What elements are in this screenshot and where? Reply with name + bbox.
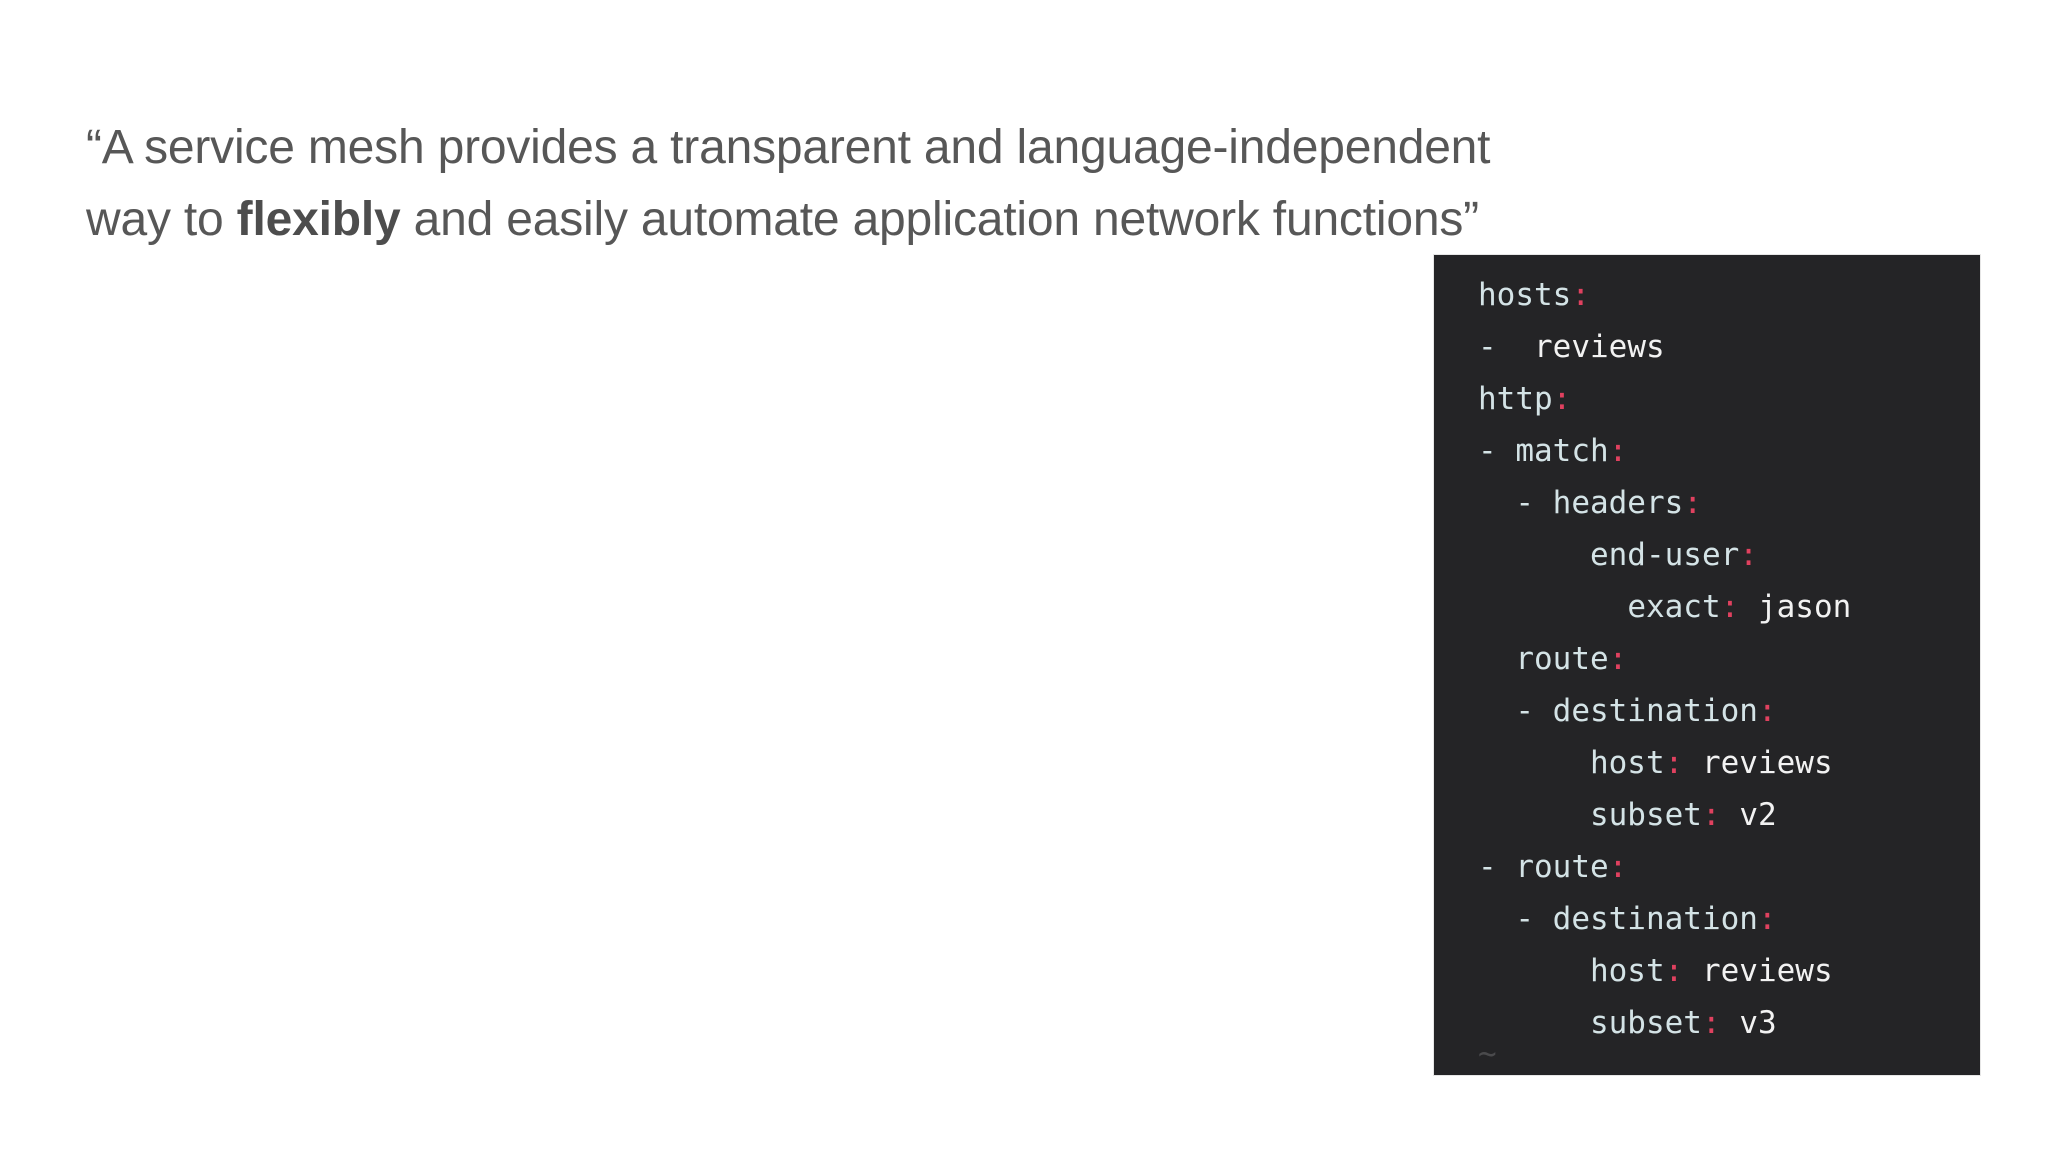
code-line: subset: v2 — [1434, 789, 1980, 841]
code-gap — [1721, 1005, 1740, 1041]
yaml-list-dash: - — [1515, 485, 1553, 521]
quote-heading: “A service mesh provides a transparent a… — [86, 112, 1506, 256]
code-line: end-user: — [1434, 529, 1980, 581]
yaml-list-dash: - — [1478, 329, 1516, 365]
code-indent — [1478, 745, 1590, 781]
code-line: host: reviews — [1434, 737, 1980, 789]
yaml-value: reviews — [1701, 953, 1833, 989]
yaml-colon: : — [1683, 485, 1702, 521]
yaml-key: end-user — [1589, 537, 1740, 573]
code-line: route: — [1434, 633, 1980, 685]
code-indent — [1478, 485, 1515, 521]
code-indent — [1478, 797, 1590, 833]
yaml-key: destination — [1552, 693, 1758, 729]
yaml-colon: : — [1757, 901, 1777, 937]
code-indent — [1478, 901, 1515, 937]
yaml-key: headers — [1552, 485, 1684, 521]
code-gap — [1683, 745, 1702, 781]
yaml-key: hosts — [1478, 277, 1572, 313]
quote-emphasis: flexibly — [236, 193, 401, 246]
yaml-list-dash: - — [1478, 433, 1516, 469]
yaml-key: exact — [1627, 589, 1721, 625]
code-indent — [1478, 693, 1515, 729]
quote-text-before: “A service mesh provides a transparent a… — [86, 121, 1504, 246]
code-line: - reviews — [1434, 321, 1980, 373]
yaml-colon: : — [1571, 277, 1590, 313]
yaml-colon: : — [1757, 693, 1777, 729]
code-line: - match: — [1434, 425, 1980, 477]
yaml-colon: : — [1739, 537, 1758, 573]
yaml-value: reviews — [1534, 329, 1665, 365]
code-line: hosts: — [1434, 269, 1980, 321]
yaml-colon: : — [1664, 953, 1684, 989]
yaml-list-dash: - — [1478, 849, 1516, 885]
yaml-key: subset — [1589, 1005, 1702, 1041]
code-indent — [1478, 537, 1590, 573]
code-indent — [1478, 589, 1627, 625]
code-gap — [1683, 953, 1702, 989]
code-gap — [1721, 797, 1740, 833]
yaml-value: jason — [1757, 589, 1852, 625]
yaml-key: destination — [1552, 901, 1758, 937]
yaml-colon: : — [1701, 797, 1721, 833]
code-indent — [1478, 641, 1515, 677]
yaml-key: host — [1589, 953, 1665, 989]
yaml-colon: : — [1701, 1005, 1721, 1041]
yaml-key: http — [1478, 381, 1553, 417]
yaml-colon: : — [1720, 589, 1740, 625]
yaml-colon: : — [1608, 641, 1628, 677]
code-line: - destination: — [1434, 893, 1980, 945]
yaml-colon: : — [1552, 381, 1572, 417]
code-line: - headers: — [1434, 477, 1980, 529]
yaml-list-dash: - — [1515, 693, 1553, 729]
vim-empty-line-marker: ~ — [1478, 1036, 1497, 1072]
yaml-value: v2 — [1739, 797, 1777, 833]
code-gap — [1515, 329, 1534, 365]
yaml-list-dash: - — [1515, 901, 1553, 937]
yaml-key: host — [1589, 745, 1665, 781]
yaml-key: match — [1515, 433, 1609, 469]
code-line: http: — [1434, 373, 1980, 425]
yaml-colon: : — [1664, 745, 1684, 781]
code-indent — [1478, 953, 1590, 989]
yaml-colon: : — [1608, 849, 1628, 885]
yaml-value: v3 — [1739, 1005, 1777, 1041]
code-line: host: reviews — [1434, 945, 1980, 997]
yaml-key: subset — [1589, 797, 1702, 833]
yaml-colon: : — [1608, 433, 1628, 469]
yaml-value: reviews — [1701, 745, 1833, 781]
code-gap — [1739, 589, 1758, 625]
code-line: exact: jason — [1434, 581, 1980, 633]
code-line: - destination: — [1434, 685, 1980, 737]
quote-text-after: and easily automate application network … — [400, 193, 1480, 246]
yaml-key: route — [1515, 849, 1609, 885]
code-line: subset: v3 — [1434, 997, 1980, 1049]
code-line: - route: — [1434, 841, 1980, 893]
yaml-key: route — [1515, 641, 1609, 677]
